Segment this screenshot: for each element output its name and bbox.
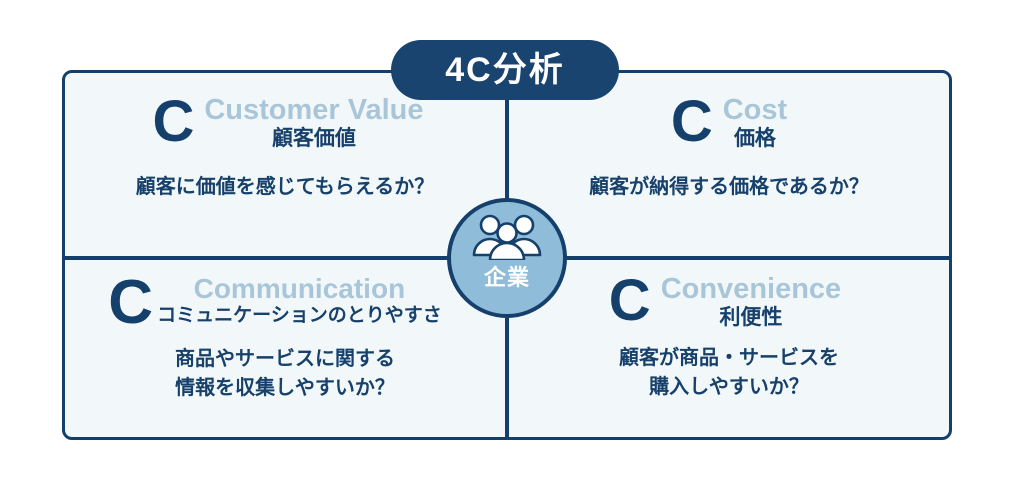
quadrant-heading: C Customer Value 顧客価値	[62, 89, 508, 154]
quadrant-question: 顧客が納得する価格であるか？	[589, 176, 869, 199]
heading-text-block: Convenience 利便性	[660, 273, 842, 330]
people-group-icon	[471, 214, 543, 265]
heading-text-block: Communication コミュニケーションのとりやすさ	[157, 273, 442, 327]
japanese-label: 顧客価値	[271, 127, 356, 151]
quadrant-question: 商品やサービスに関する 情報を収集しやすいか？	[175, 348, 395, 400]
initial-letter-c: C	[152, 89, 195, 154]
center-company-label: 企業	[483, 265, 530, 290]
quadrant-heading: C Cost 価格	[509, 89, 949, 154]
initial-letter-c: C	[670, 89, 713, 154]
quadrant-convenience: C Convenience 利便性 顧客が商品・サービスを 購入しやすいか？	[509, 260, 949, 437]
english-label: Cost	[722, 94, 788, 126]
quadrant-customer-value: C Customer Value 顧客価値 顧客に価値を感じてもらえるか？	[65, 73, 505, 256]
english-label: Communication	[193, 273, 406, 304]
japanese-label: コミュニケーションのとりやすさ	[157, 305, 442, 327]
heading-text-block: Customer Value 顧客価値	[204, 94, 424, 151]
english-label: Customer Value	[204, 94, 424, 126]
center-company-node: 企業	[447, 198, 567, 318]
initial-letter-c: C	[108, 268, 154, 337]
quadrant-question: 顧客に価値を感じてもらえるか？	[135, 176, 435, 199]
quadrant-cost: C Cost 価格 顧客が納得する価格であるか？	[509, 73, 949, 256]
quadrant-heading: C Convenience 利便性	[505, 268, 945, 333]
initial-letter-c: C	[608, 268, 651, 333]
quadrant-question: 顧客が商品・サービスを 購入しやすいか？	[619, 347, 839, 399]
quadrant-heading: C Communication コミュニケーションのとりやすさ	[55, 268, 495, 337]
title-badge: 4C分析	[391, 40, 619, 100]
japanese-label: 価格	[733, 127, 776, 151]
quadrant-communication: C Communication コミュニケーションのとりやすさ 商品やサービスに…	[65, 260, 505, 437]
japanese-label: 利便性	[719, 306, 783, 330]
english-label: Convenience	[660, 273, 842, 305]
title-badge-label: 4C分析	[445, 51, 565, 89]
heading-text-block: Cost 価格	[722, 94, 788, 151]
